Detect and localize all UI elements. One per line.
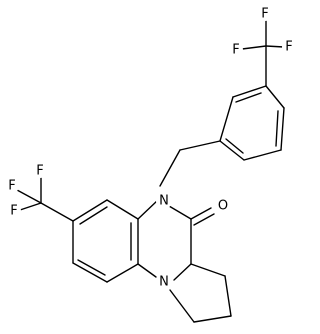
bond-ch-n-pyr (173, 263, 192, 281)
bond-pyr-4 (169, 289, 195, 323)
bond-ar-2 (106, 199, 139, 220)
bond-ph-5 (280, 107, 285, 151)
bond-co-double-1 (190, 207, 212, 220)
bond-ar-4 (106, 263, 139, 283)
bond-co-double-2 (193, 213, 215, 226)
bond-ph-5-inner (275, 110, 279, 147)
bond-ch2-ring (179, 140, 221, 151)
bond-ph-1-inner (235, 92, 262, 103)
bond-ph-3-inner (225, 138, 244, 154)
bond-ar-1 (72, 199, 108, 222)
bonds (16, 19, 285, 323)
bond-cf3left-f2 (19, 202, 42, 211)
bond-pyr-1 (190, 263, 226, 277)
bond-ch2-n (159, 149, 181, 187)
bond-ar-5 (72, 262, 108, 283)
bond-cf3top-f3 (265, 45, 285, 48)
bond-ar-5-inner (77, 259, 106, 276)
bond-ph-2 (219, 96, 234, 142)
atom-f-top-3: F (285, 40, 292, 55)
atom-f-left-1: F (36, 164, 43, 179)
bond-cf3top-f2 (241, 45, 267, 50)
atom-labels: F F F F F F N O N (5, 7, 296, 290)
atom-n-benzyl: N (159, 194, 169, 209)
bond-ph-3 (219, 140, 245, 161)
structure-canvas: F F F F F F N O N (5, 6, 296, 323)
bond-ar-n-benzyl (137, 199, 159, 220)
atom-f-left-2: F (8, 179, 15, 194)
bond-pyr-2 (224, 275, 232, 317)
atom-f-top-1: F (261, 7, 268, 22)
bond-cf3left-f3 (16, 189, 42, 204)
atom-o-carbonyl: O (218, 199, 228, 214)
chemical-structure-diagram: F F F F F F N O N (5, 6, 296, 323)
bond-ar-n-pyr (137, 263, 157, 278)
atom-f-top-2: F (232, 43, 239, 58)
bond-ph-4 (243, 149, 282, 161)
bond-n-carbonyl (168, 205, 192, 220)
atom-f-left-3: F (10, 204, 17, 219)
bond-pyr-3 (193, 315, 232, 323)
bond-ar-1-inner (79, 206, 108, 225)
bond-ph-6 (265, 85, 285, 109)
bond-ph-1 (232, 85, 267, 98)
bond-cf3left-ring (40, 202, 74, 222)
atom-n-pyrrolidine: N (159, 275, 169, 290)
